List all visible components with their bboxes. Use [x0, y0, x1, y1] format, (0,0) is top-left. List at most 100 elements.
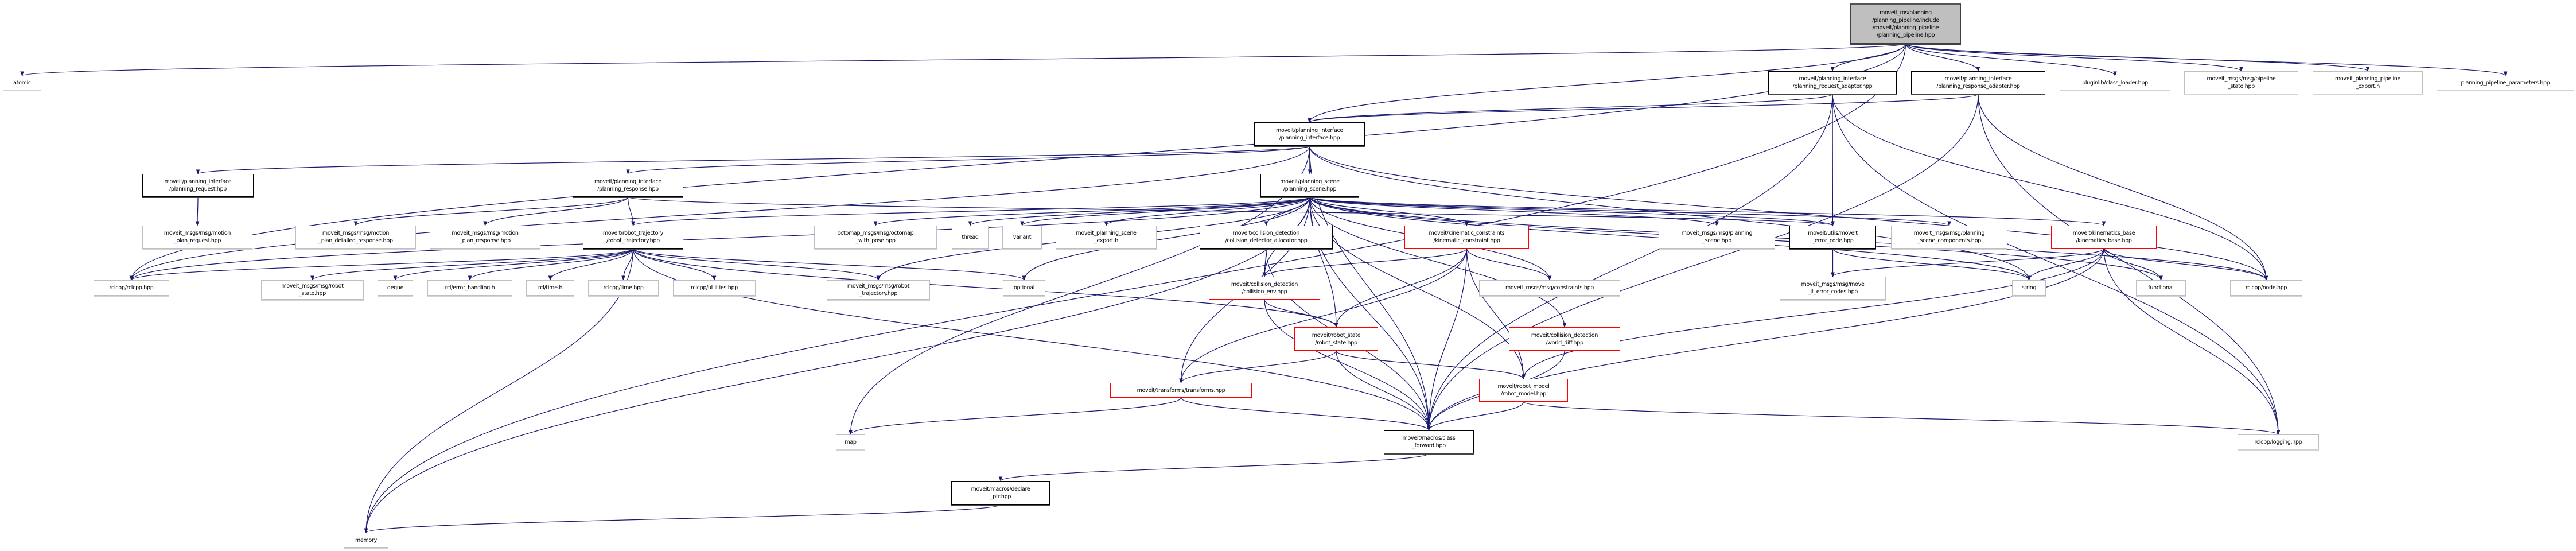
edge-robot-trajectory-to-rcl-time: [548, 248, 634, 281]
edge-kin-constraint-to-robot-state: [1334, 248, 1468, 328]
node-kin-constraint[interactable]: moveit/kinematic_constraints /kinematic_…: [1404, 226, 1529, 249]
node-kinematics-base[interactable]: moveit/kinematics_base /kinematics_base.…: [2051, 226, 2157, 249]
node-rcl-time[interactable]: rcl/time.h: [526, 280, 574, 296]
node-functional[interactable]: functional: [2136, 280, 2186, 296]
node-planning-scene-msg[interactable]: moveit_msgs/msg/planning _scene.hpp: [1659, 226, 1775, 249]
edge-robot-trajectory-to-utilities: [632, 248, 717, 281]
node-variant[interactable]: variant: [1002, 226, 1042, 249]
node-motion-plan-detailed[interactable]: moveit_msgs/msg/motion _plan_detailed_re…: [295, 226, 416, 249]
node-scene-export[interactable]: moveit_planning_scene _export.h: [1056, 226, 1157, 249]
edge-req-adapter-to-error-code: [1831, 94, 1835, 226]
node-memory[interactable]: memory: [344, 533, 388, 548]
edge-kinematics-base-to-node: [2103, 248, 2268, 281]
node-req-adapter[interactable]: moveit/planning_interface /planning_requ…: [1768, 71, 1897, 94]
edge-robot-model-to-class-forward: [1427, 401, 1524, 431]
edge-pipeline-to-pipeline-params: [1905, 43, 2508, 76]
node-resp-adapter[interactable]: moveit/planning_interface /planning_resp…: [1911, 71, 2045, 94]
edge-planning-response-to-motion-plan-response: [483, 196, 629, 226]
node-planning-scene[interactable]: moveit/planning_scene /planning_scene.hp…: [1260, 174, 1359, 197]
edge-req-adapter-to-node: [1832, 94, 2268, 281]
edge-robot-trajectory-to-optional: [632, 248, 1026, 281]
node-node[interactable]: rclcpp/node.hpp: [2230, 280, 2302, 296]
node-robot-traj-msg[interactable]: moveit_msgs/msg/robot _trajectory.hpp: [827, 280, 930, 300]
node-class-forward[interactable]: moveit/macros/class _forward.hpp: [1384, 430, 1474, 453]
edge-planning-scene-to-scene-components: [1309, 196, 1951, 226]
edge-resp-adapter-to-class-forward: [1427, 94, 1979, 431]
edge-pipeline-to-atomic: [21, 43, 1906, 76]
node-planning-request[interactable]: moveit/planning_interface /planning_requ…: [142, 174, 254, 197]
node-planning-interface[interactable]: moveit/planning_interface /planning_inte…: [1254, 122, 1365, 146]
edge-planning-response-to-motion-plan-detailed: [353, 196, 629, 226]
edge-robot-trajectory-to-robot-state-msg: [310, 248, 634, 281]
edge-robot-state-to-transforms: [1179, 350, 1337, 383]
node-thread[interactable]: thread: [952, 226, 989, 249]
edge-planning-scene-to-octomap: [873, 196, 1310, 226]
node-pipeline-export[interactable]: moveit_planning_pipeline _export.h: [2313, 71, 2423, 94]
node-map[interactable]: map: [836, 434, 865, 449]
edge-kinematics-base-to-functional: [2103, 248, 2163, 281]
node-pipeline-state[interactable]: moveit_msgs/msg/pipeline _state.hpp: [2184, 71, 2298, 94]
edge-kinematics-base-to-string: [2027, 248, 2104, 281]
edge-class-forward-to-declare-ptr: [998, 453, 1430, 482]
edge-kin-constraint-to-class-forward: [1427, 248, 1468, 431]
edge-collision-env-to-robot-state: [1264, 299, 1338, 328]
edge-req-adapter-to-class-forward: [1427, 94, 1833, 431]
node-error-handling[interactable]: rcl/error_handling.h: [427, 280, 512, 296]
node-constraints[interactable]: moveit_msgs/msg/constraints.hpp: [1479, 280, 1620, 296]
node-world-diff[interactable]: moveit/collision_detection /world_diff.h…: [1509, 327, 1620, 351]
node-logging[interactable]: rclcpp/logging.hpp: [2238, 434, 2319, 449]
node-planning-response[interactable]: moveit/planning_interface /planning_resp…: [573, 174, 683, 197]
node-collision-env[interactable]: moveit/collision_detection /collision_en…: [1209, 277, 1320, 300]
node-motion-plan-response[interactable]: moveit_msgs/msg/motion _plan_response.hp…: [430, 226, 540, 249]
edge-kinematics-base-to-error-codes-msg: [1831, 248, 2104, 277]
node-class-loader[interactable]: pluginlib/class_loader.hpp: [2060, 76, 2170, 90]
node-robot-state-msg[interactable]: moveit_msgs/msg/robot _state.hpp: [261, 280, 364, 300]
edge-pipeline-to-planning-interface: [1308, 43, 1906, 123]
node-rclcpp[interactable]: rclcpp/rclcpp.hpp: [94, 280, 169, 296]
node-motion-plan-request[interactable]: moveit_msgs/msg/motion _plan_request.hpp: [142, 226, 252, 249]
edge-robot-trajectory-to-memory: [364, 248, 634, 533]
node-deque[interactable]: deque: [378, 280, 413, 296]
edge-planning-scene-to-rclcpp: [129, 196, 1310, 281]
node-atomic[interactable]: atomic: [3, 76, 41, 90]
node-utilities[interactable]: rclcpp/utilities.hpp: [673, 280, 756, 296]
node-rclcpp-time[interactable]: rclcpp/time.hpp: [588, 280, 659, 296]
edge-resp-adapter-to-node: [1978, 94, 2268, 281]
edge-pipeline-to-class-loader: [1905, 43, 2117, 76]
edge-req-adapter-to-planning-interface: [1308, 94, 1833, 123]
node-octomap[interactable]: octomap_msgs/msg/octomap _with_pose.hpp: [814, 226, 937, 249]
node-error-codes-msg[interactable]: moveit_msgs/msg/move _it_error_codes.hpp: [1780, 277, 1886, 300]
edge-planning-response-to-robot-trajectory: [627, 196, 635, 226]
edge-robot-trajectory-to-error-handling: [468, 248, 634, 281]
node-declare-ptr[interactable]: moveit/macros/declare _ptr.hpp: [951, 481, 1050, 505]
edge-planning-scene-to-planning-scene-msg: [1309, 196, 1719, 226]
edge-planning-scene-to-thread: [968, 196, 1310, 226]
node-pipeline[interactable]: moveit_ros/planning /planning_pipeline/i…: [1850, 3, 1961, 44]
node-pipeline-params[interactable]: planning_pipeline_parameters.hpp: [2437, 76, 2574, 90]
edge-transforms-to-class-forward: [1180, 397, 1431, 431]
node-robot-model[interactable]: moveit/robot_model /robot_model.hpp: [1479, 379, 1568, 402]
edge-planning-scene-to-robot-trajectory: [631, 196, 1310, 226]
edge-kin-constraint-to-robot-model: [1466, 248, 1526, 379]
edge-planning-scene-to-variant: [1020, 196, 1310, 226]
edge-resp-adapter-to-logging: [1978, 94, 2281, 435]
edge-robot-trajectory-to-robot-state: [632, 248, 1338, 328]
edge-robot-state-to-class-forward: [1336, 350, 1431, 431]
node-scene-components[interactable]: moveit_msgs/msg/planning _scene_componen…: [1891, 226, 2007, 249]
node-string[interactable]: string: [2012, 280, 2046, 296]
node-cd-allocator[interactable]: moveit/collision_detection /collision_de…: [1200, 226, 1333, 249]
edge-pipeline-to-resp-adapter: [1905, 43, 1980, 72]
node-optional[interactable]: optional: [1003, 280, 1045, 296]
edge-robot-trajectory-to-rclcpp: [129, 248, 634, 281]
node-transforms[interactable]: moveit/transforms/transforms.hpp: [1110, 383, 1252, 398]
node-error-code[interactable]: moveit/utils/moveit _error_code.hpp: [1789, 226, 1876, 249]
edge-planning-interface-to-planning-request: [196, 145, 1310, 174]
edge-planning-response-to-error-code: [627, 196, 1835, 226]
node-robot-state[interactable]: moveit/robot_state /robot_state.hpp: [1294, 327, 1378, 351]
edge-planning-scene-to-robot-state: [1309, 196, 1338, 328]
edge-kinematics-base-to-class-forward: [1427, 248, 2104, 431]
edge-kinematics-base-to-logging: [2103, 248, 2281, 435]
edge-planning-interface-to-rclcpp: [129, 145, 1310, 281]
node-robot-trajectory[interactable]: moveit/robot_trajectory /robot_trajector…: [583, 226, 683, 249]
edge-error-code-to-string: [1832, 248, 2031, 281]
